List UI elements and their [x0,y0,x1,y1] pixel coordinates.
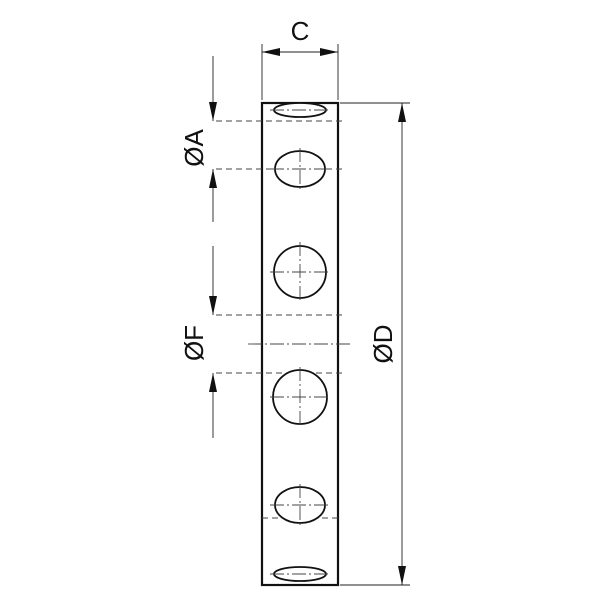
dimension-c: C [261,16,339,100]
dim-d-label: ØD [368,325,398,364]
dim-c-arrow-right [320,48,338,56]
dim-a-arrow-bottom [209,169,217,188]
dim-c-arrow-left [262,48,280,56]
hole-center-marks [270,109,330,575]
dim-c-label: C [291,16,310,46]
dim-a-label: ØA [179,129,209,167]
dim-f-label: ØF [179,325,209,361]
dimension-d: ØD [340,102,410,586]
dimension-a: ØA [179,56,217,222]
dim-f-arrow-top [209,296,217,315]
dim-a-arrow-top [209,102,217,121]
dim-d-arrow-bottom [398,566,406,585]
dimension-f: ØF [179,246,217,438]
dim-d-arrow-top [398,103,406,122]
dim-f-arrow-bottom [209,373,217,392]
